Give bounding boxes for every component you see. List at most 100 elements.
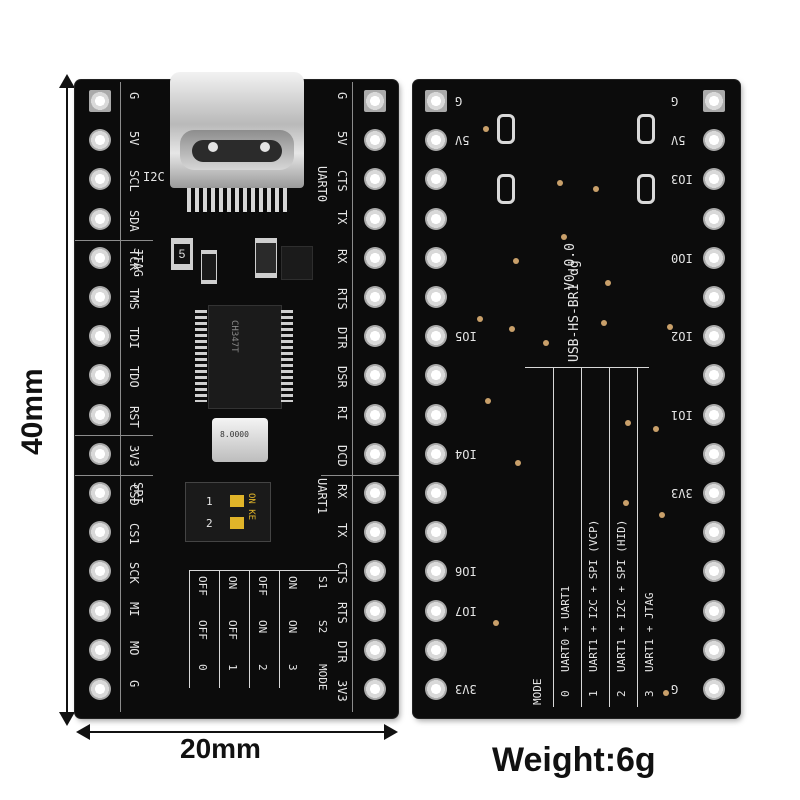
back-pin-label: IO7 xyxy=(455,603,477,618)
arrow-down-icon xyxy=(59,712,75,726)
pin-pad xyxy=(425,482,447,504)
group-label: SPI xyxy=(131,482,145,504)
pin-pad xyxy=(89,678,111,700)
model-label: USB-HS-BR1 dg xyxy=(567,260,582,362)
mode-table-header: S2 xyxy=(316,620,329,634)
pin-pad xyxy=(364,364,386,387)
group-label: UART1 xyxy=(315,478,329,515)
pin-label: MO xyxy=(127,640,141,656)
via-hole xyxy=(663,690,669,696)
ch347t-chip: CH347T xyxy=(208,305,282,409)
pin-pad xyxy=(425,325,447,348)
mode-description: UART1 + I2C + SPI (HID) xyxy=(615,519,628,672)
back-pin-label: IO3 xyxy=(671,172,693,187)
via-hole xyxy=(623,500,629,506)
mode-table-cell: ON xyxy=(286,576,299,590)
pin-pad xyxy=(425,560,447,583)
resistor: 5 xyxy=(171,238,193,270)
pin-label: RX xyxy=(335,484,349,499)
arrow-up-icon xyxy=(59,74,75,88)
pin-label: TMS xyxy=(127,288,141,310)
pin-label: DCD xyxy=(335,444,349,467)
pin-pad xyxy=(364,678,386,700)
pin-pad xyxy=(425,207,447,230)
back-pin-label: IO1 xyxy=(671,407,693,422)
pin-label: MI xyxy=(127,601,141,617)
via-hole xyxy=(625,420,631,426)
pin-pad xyxy=(89,442,111,465)
pin-label: 3V3 xyxy=(127,444,141,467)
pin-label: DTR xyxy=(335,640,349,663)
pin-pad xyxy=(425,403,447,426)
mode-table-cell: ON xyxy=(256,620,269,634)
mode-table-cell: OFF xyxy=(196,576,209,596)
weight-label: Weight:6g xyxy=(492,741,656,779)
pin-pad xyxy=(703,442,725,465)
pin-label: SCL xyxy=(127,170,141,193)
via-hole xyxy=(653,426,659,432)
pin-pad xyxy=(703,521,725,544)
width-label: 20mm xyxy=(180,733,261,764)
group-label: UART0 xyxy=(315,166,329,203)
pin-label: SCK xyxy=(127,562,141,585)
mode-table-cell: ON xyxy=(226,576,239,590)
pin-pad xyxy=(703,90,725,112)
pin-pad xyxy=(89,325,111,348)
pin-label: RI xyxy=(335,405,349,421)
pin-pad xyxy=(364,325,386,348)
pin-pad xyxy=(89,599,111,622)
pin-pad xyxy=(703,286,725,308)
pin-pad xyxy=(703,599,725,622)
group-label: JTAG xyxy=(131,248,145,277)
pin-pad xyxy=(89,403,111,426)
pin-pad xyxy=(364,442,386,465)
pin-label: 5V xyxy=(127,131,141,146)
pin-pad xyxy=(364,560,386,583)
pin-pad xyxy=(425,168,447,191)
dip-switch[interactable]: ON KE 1 2 xyxy=(185,482,271,542)
via-hole xyxy=(659,512,665,518)
back-pin-label: G xyxy=(671,94,679,108)
pin-label: 5V xyxy=(335,131,349,146)
pin-label: TDI xyxy=(127,327,141,349)
mode-table-cell: OFF xyxy=(226,620,239,640)
pin-pad xyxy=(425,90,447,112)
pin-pad xyxy=(425,364,447,387)
pin-label: RTS xyxy=(335,601,349,624)
pin-label: RTS xyxy=(335,288,349,310)
pin-pad xyxy=(89,129,111,152)
pin-pad xyxy=(425,129,447,152)
pin-pad xyxy=(364,403,386,426)
group-label-i2c: I2C xyxy=(143,170,165,184)
via-hole xyxy=(477,316,483,322)
pin-pad xyxy=(703,482,725,504)
pin-pad xyxy=(703,246,725,269)
regulator-chip xyxy=(281,246,313,280)
via-hole xyxy=(667,324,673,330)
back-pin-label: IO6 xyxy=(455,564,477,579)
back-pin-label: IO4 xyxy=(455,446,477,461)
pin-label: G xyxy=(335,92,349,100)
mode-description: UART1 + I2C + SPI (VCP) xyxy=(587,519,600,672)
pin-pad xyxy=(425,442,447,465)
pin-label: SDA xyxy=(127,209,141,232)
pin-pad xyxy=(89,638,111,661)
back-pin-label: 5V xyxy=(455,133,470,148)
pin-pad xyxy=(703,678,725,700)
dip-switch-number-2: 2 xyxy=(206,517,213,530)
pin-label: RX xyxy=(335,248,349,264)
pin-pad xyxy=(89,364,111,387)
pin-label: DSR xyxy=(335,366,349,389)
via-hole xyxy=(605,280,611,286)
pin-label: G xyxy=(127,92,141,100)
dip-switch-1[interactable] xyxy=(230,495,244,507)
oval-pad xyxy=(497,114,515,144)
via-hole xyxy=(485,398,491,404)
pin-pad xyxy=(425,599,447,622)
pin-pad xyxy=(364,168,386,191)
pin-pad xyxy=(89,90,111,112)
mode-number: 1 xyxy=(587,690,600,697)
dip-switch-2[interactable] xyxy=(230,517,244,529)
